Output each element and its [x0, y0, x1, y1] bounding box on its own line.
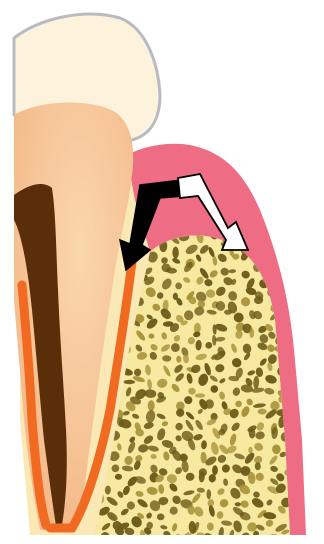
bone-pore	[195, 393, 205, 397]
bone-pore	[248, 447, 252, 454]
bone-pore	[279, 231, 284, 238]
bone-pore	[282, 268, 288, 275]
bone-pore	[280, 243, 292, 255]
bone-pore	[172, 247, 178, 259]
bone-pore	[123, 380, 135, 384]
